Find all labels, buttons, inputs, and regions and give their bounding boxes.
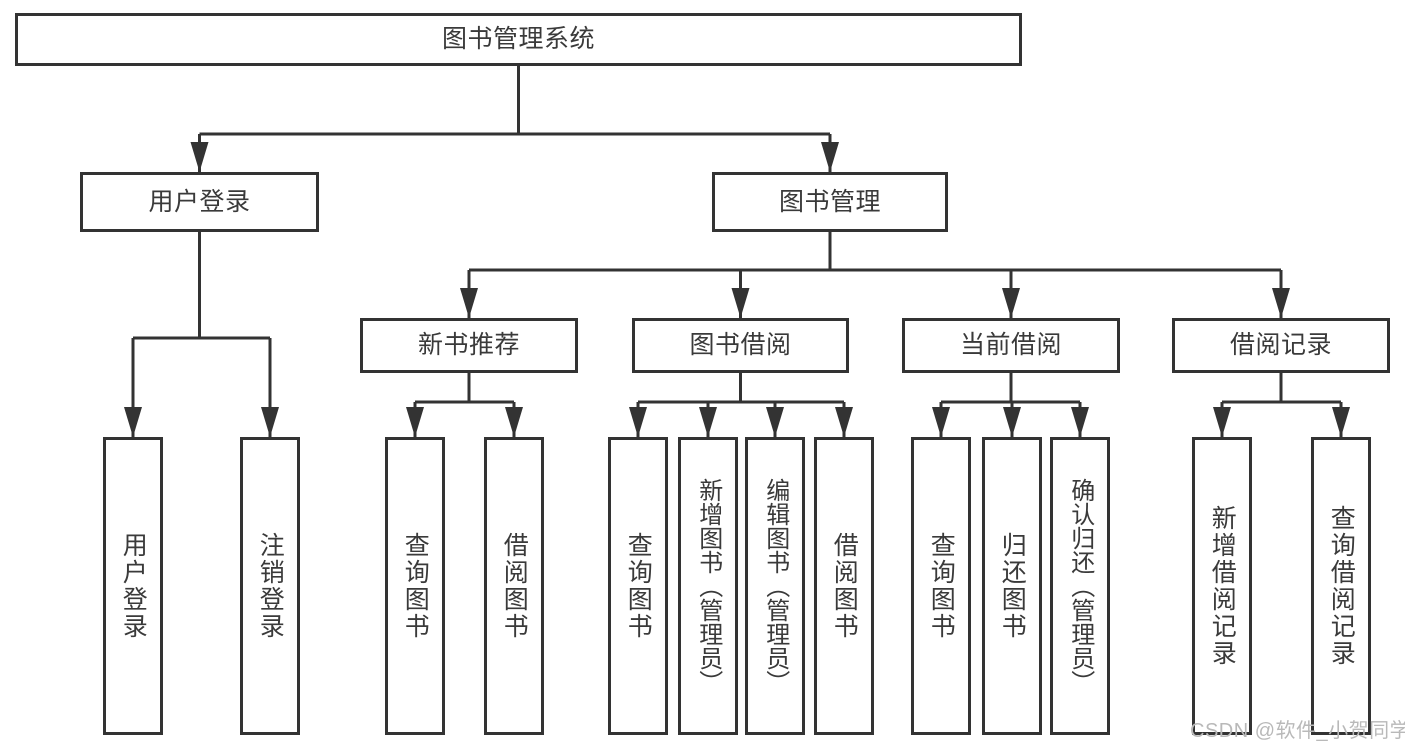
- node-label: 图书管理: [778, 187, 881, 216]
- node-leaf-borrow-book-2[interactable]: 借阅图书: [814, 437, 874, 735]
- node-label: 新增借阅记录: [1208, 505, 1237, 667]
- node-root[interactable]: 图书管理系统: [15, 13, 1022, 66]
- node-book-manage[interactable]: 图书管理: [712, 172, 948, 232]
- node-borrow-record[interactable]: 借阅记录: [1172, 318, 1390, 373]
- arrowhead-icon: [699, 407, 717, 437]
- arrowhead-icon: [190, 142, 209, 172]
- arrowhead-icon: [460, 288, 478, 318]
- arrowhead-icon: [629, 407, 647, 437]
- node-leaf-query-record[interactable]: 查询借阅记录: [1311, 437, 1371, 735]
- arrowhead-icon: [835, 407, 853, 437]
- arrowhead-icon: [505, 407, 523, 437]
- arrowhead-icon: [261, 407, 279, 437]
- arrowhead-icon: [932, 407, 950, 437]
- node-leaf-edit-book[interactable]: 编辑图书（管理员）: [745, 437, 805, 735]
- node-leaf-add-record[interactable]: 新增借阅记录: [1192, 437, 1252, 735]
- node-label: 新书推荐: [417, 331, 520, 360]
- node-label: 查询图书: [927, 532, 956, 640]
- node-leaf-user-login[interactable]: 用户登录: [103, 437, 163, 735]
- node-leaf-return-book[interactable]: 归还图书: [982, 437, 1042, 735]
- arrowhead-icon: [821, 142, 839, 172]
- node-label: 用户登录: [119, 532, 148, 640]
- node-label: 归还图书: [998, 532, 1027, 640]
- node-label: 当前借阅: [959, 331, 1062, 360]
- node-leaf-logout[interactable]: 注销登录: [240, 437, 300, 735]
- node-label: 图书管理系统: [441, 25, 595, 54]
- arrowhead-icon: [1332, 407, 1350, 437]
- arrowhead-icon: [1071, 407, 1089, 437]
- arrowhead-icon: [406, 407, 424, 437]
- node-label: 注销登录: [256, 532, 285, 640]
- arrowhead-icon: [1002, 288, 1020, 318]
- node-book-borrow[interactable]: 图书借阅: [632, 318, 849, 373]
- arrowhead-icon: [1272, 288, 1290, 318]
- arrowhead-icon: [731, 288, 750, 318]
- node-label: 借阅图书: [830, 532, 859, 640]
- node-leaf-confirm-return[interactable]: 确认归还（管理员）: [1050, 437, 1110, 735]
- node-leaf-query-book-1[interactable]: 查询图书: [385, 437, 445, 735]
- node-label: 查询图书: [624, 532, 653, 640]
- arrowhead-icon: [1213, 407, 1231, 437]
- node-label: 新增图书（管理员）: [694, 478, 722, 694]
- node-user-login[interactable]: 用户登录: [80, 172, 319, 232]
- node-label: 查询借阅记录: [1327, 505, 1356, 667]
- node-leaf-borrow-book-1[interactable]: 借阅图书: [484, 437, 544, 735]
- watermark: CSDN @软件_小贺同学: [1190, 720, 1405, 742]
- node-label: 借阅记录: [1229, 331, 1332, 360]
- node-label: 用户登录: [148, 187, 251, 216]
- node-leaf-query-book-2[interactable]: 查询图书: [608, 437, 668, 735]
- node-label: 借阅图书: [500, 532, 529, 640]
- arrowhead-icon: [124, 407, 142, 437]
- node-label: 编辑图书（管理员）: [761, 478, 789, 694]
- arrowhead-icon: [1003, 407, 1021, 437]
- node-leaf-add-book[interactable]: 新增图书（管理员）: [678, 437, 738, 735]
- node-new-book-rec[interactable]: 新书推荐: [360, 318, 578, 373]
- arrowhead-icon: [766, 407, 784, 437]
- node-label: 确认归还（管理员）: [1066, 478, 1094, 694]
- node-label: 图书借阅: [689, 331, 792, 360]
- node-leaf-query-book-3[interactable]: 查询图书: [911, 437, 971, 735]
- node-current-borrow[interactable]: 当前借阅: [902, 318, 1120, 373]
- node-label: 查询图书: [401, 532, 430, 640]
